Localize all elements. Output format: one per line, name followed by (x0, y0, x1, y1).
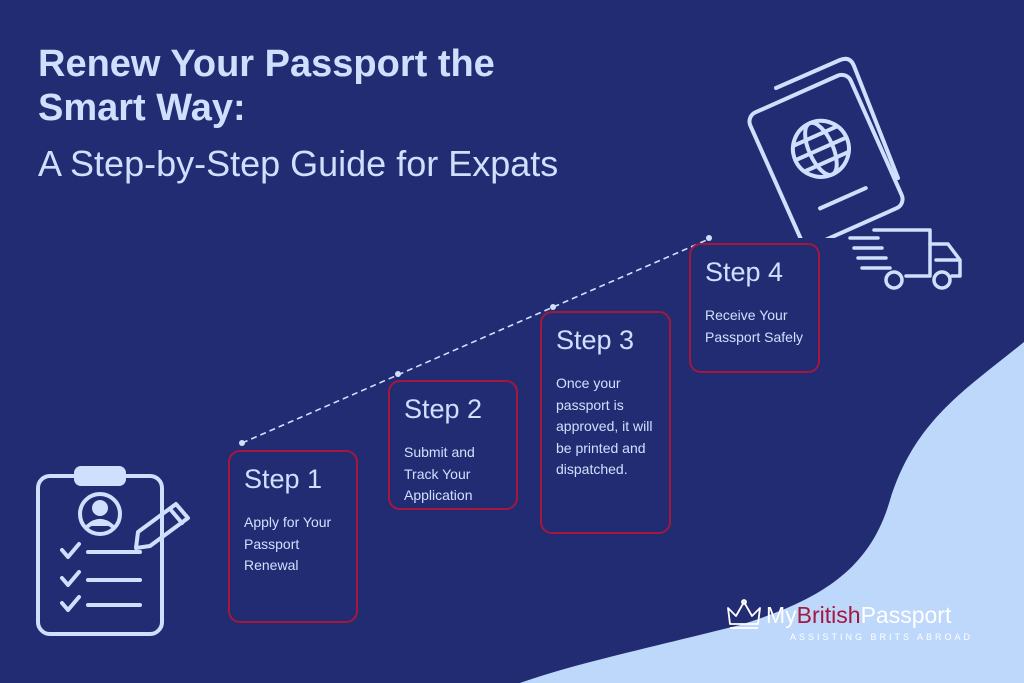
clipboard-checklist-icon (36, 466, 190, 636)
step-1-card: Step 1 Apply for Your Passport Renewal (228, 450, 358, 623)
step-2-title: Step 2 (404, 394, 483, 424)
step-2-desc: Submit and Track Your Application (404, 444, 475, 503)
step-4-dot (706, 235, 712, 241)
step-1-dot (239, 440, 245, 446)
delivery-truck-icon (848, 228, 962, 290)
step-3-card: Step 3 Once your passport is approved, i… (540, 311, 671, 534)
step-4-title: Step 4 (705, 257, 784, 287)
brand-name: MyBritishPassport (766, 602, 951, 629)
step-3-title: Step 3 (556, 325, 635, 355)
brand-part-british: British (796, 602, 861, 628)
step-4-card: Step 4 Receive Your Passport Safely (689, 243, 820, 373)
step-1-title: Step 1 (244, 464, 323, 494)
passport-icon (747, 56, 905, 238)
step-3-dot (550, 304, 556, 310)
title-light: A Step-by-Step Guide for Expats (38, 143, 559, 184)
step-4-desc: Receive Your Passport Safely (705, 307, 804, 345)
crown-icon (727, 599, 761, 629)
step-2-dot (395, 371, 401, 377)
step-3-desc: Once your passport is approved, it will … (556, 375, 653, 477)
brand-part-passport: Passport (860, 602, 952, 628)
step-1-desc: Apply for Your Passport Renewal (244, 514, 332, 573)
title-bold: Renew Your Passport the Smart Way: (38, 43, 495, 129)
brand-tagline: ASSISTING BRITS ABROAD (790, 632, 974, 642)
brand-part-my: My (766, 602, 797, 628)
step-2-card: Step 2 Submit and Track Your Application (388, 380, 518, 510)
